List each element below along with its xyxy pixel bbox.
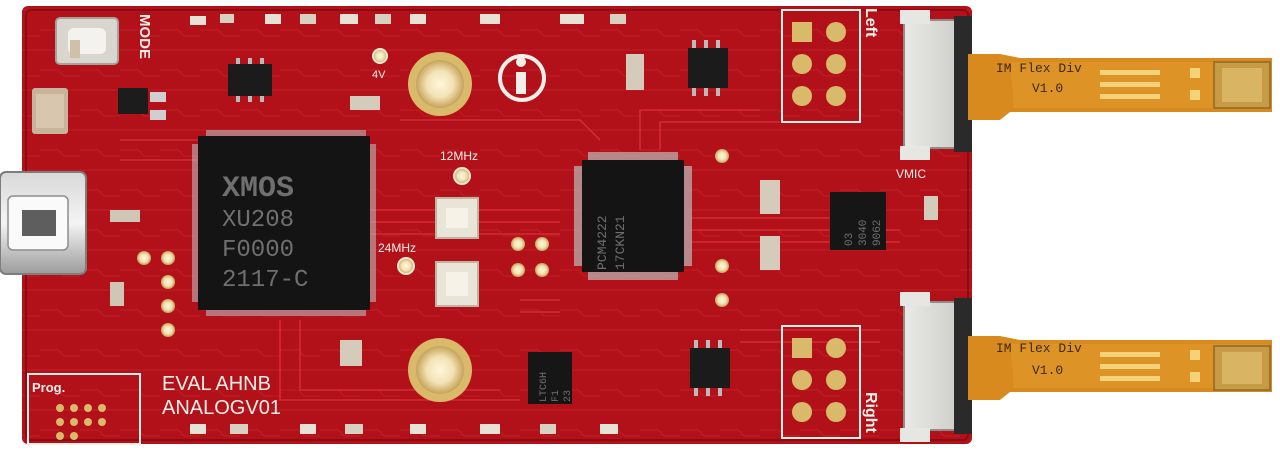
pcm4222-chip: PCM4222 17CKN21 — [574, 152, 692, 280]
xmos-chip-line4: 2117-C — [222, 267, 308, 294]
ltc-chip: LTC6H F1 23 — [528, 352, 574, 404]
flex-top-name: IM Flex Div — [996, 61, 1082, 76]
pcm-chip-line2: 17CKN21 — [613, 215, 628, 270]
flex-top-version: V1.0 — [1032, 81, 1063, 96]
label-left: Left — [862, 8, 879, 38]
soic-chip-upper-right — [688, 40, 728, 96]
mode-label: MODE — [136, 14, 153, 59]
xmos-chip-line1: XMOS — [222, 172, 294, 206]
ltc-chip-line3: 23 — [563, 390, 574, 402]
ltc-chip-line1: LTC6H — [539, 372, 550, 402]
mounting-hole-bottom — [408, 338, 472, 402]
soic-chip-top — [228, 58, 272, 102]
pcm-chip-line1: PCM4222 — [595, 215, 610, 270]
ltc-chip-line2: F1 — [551, 390, 562, 402]
mounting-hole-top — [408, 52, 472, 116]
flex-cable-top — [968, 54, 1272, 120]
flex-cable-bottom — [968, 336, 1272, 400]
flex-bottom-name: IM Flex Div — [996, 341, 1082, 356]
label-prog: Prog. — [32, 380, 65, 395]
xmos-chip-line2: XU208 — [222, 207, 294, 234]
label-vmic: VMIC — [896, 167, 926, 181]
flex-bottom-version: V1.0 — [1032, 363, 1063, 378]
microphone-top — [1213, 61, 1271, 109]
label-4v: 4V — [372, 69, 386, 81]
lt-chip: 3040 9062 03 — [830, 192, 886, 250]
top-row-components — [190, 14, 626, 25]
label-right: Right — [862, 392, 879, 434]
xmos-chip: XMOS XU208 F0000 2117-C — [192, 130, 376, 316]
crystal-12mhz — [435, 197, 479, 239]
lt-chip-line3: 03 — [844, 233, 856, 246]
xmos-chip-line3: F0000 — [222, 237, 294, 264]
header-right-channel — [781, 325, 861, 439]
fpc-connector-top — [900, 10, 972, 160]
soic-chip-lower-right — [690, 340, 730, 396]
bottom-row-components — [190, 424, 618, 434]
label-12mhz: 12MHz — [440, 149, 478, 163]
microphone-bottom — [1213, 345, 1271, 391]
label-24mhz: 24MHz — [378, 241, 416, 255]
pcb-board — [22, 6, 972, 444]
board-name-line1: EVAL AHNB — [162, 373, 271, 395]
prog-header — [27, 373, 141, 445]
passives-right — [340, 54, 938, 366]
test-point-4v — [372, 48, 388, 64]
lt-chip-line1: 3040 — [858, 220, 870, 246]
fpc-connector-bottom — [900, 292, 972, 442]
mode-button — [55, 17, 119, 65]
micro-usb-connector — [0, 171, 87, 275]
crystal-24mhz — [435, 261, 479, 307]
test-point-12mhz — [453, 167, 471, 185]
left-passives — [32, 40, 166, 306]
board-name-line2: ANALOGV01 — [162, 397, 281, 419]
test-pad-array — [137, 237, 549, 337]
lt-chip-line2: 9062 — [872, 220, 884, 246]
test-point-24mhz — [397, 257, 415, 275]
header-left-channel — [781, 9, 861, 123]
brand-logo — [498, 54, 546, 102]
